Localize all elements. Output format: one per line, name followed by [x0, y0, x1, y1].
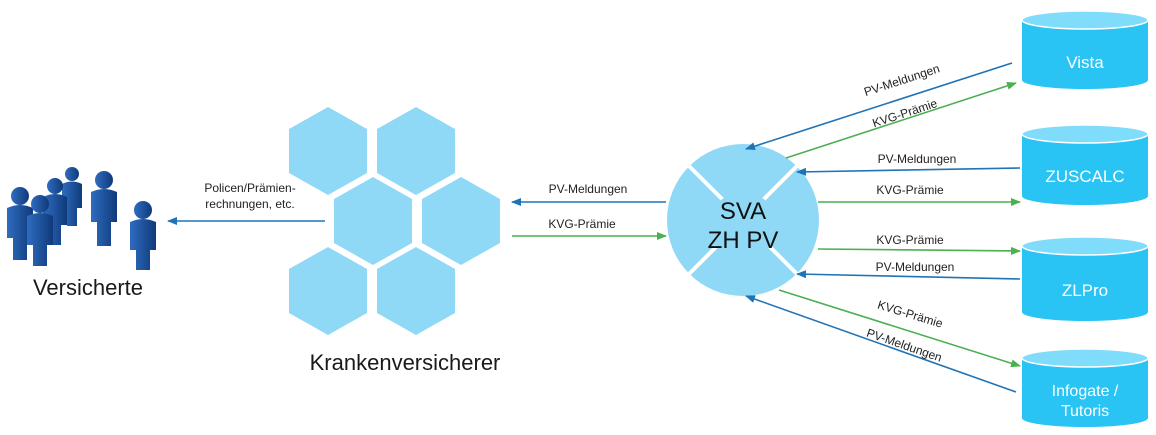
hexagon	[377, 247, 455, 335]
sva-zh-pv-node: SVA ZH PV	[667, 144, 819, 296]
infogate-label-line1: Infogate /	[1052, 383, 1119, 400]
zlpro-kvg-praemie-label: KVG-Prämie	[876, 233, 944, 247]
arrow-zuscalc-pv-meldungen	[796, 167, 1021, 176]
policen-label-line1: Policen/Prämien-	[204, 181, 295, 195]
sva-label-line1: SVA	[720, 198, 766, 225]
zuscalc-database-icon: ZUSCALC	[1021, 124, 1149, 205]
hexagon	[289, 247, 367, 335]
kv-pv-meldungen-label: PV-Meldungen	[549, 182, 628, 196]
arrow-zlpro-kvg-praemie	[817, 246, 1021, 255]
vista-kvg-praemie-label: KVG-Prämie	[871, 96, 940, 130]
zuscalc-label: ZUSCALC	[1045, 167, 1124, 186]
vista-label: Vista	[1066, 53, 1104, 72]
hexagon	[289, 107, 367, 195]
zlpro-pv-meldungen-label: PV-Meldungen	[876, 260, 955, 274]
arrow-vista-pv-meldungen	[745, 62, 1013, 151]
kv-kvg-praemie-label: KVG-Prämie	[548, 217, 616, 231]
infogate-database-icon: Infogate / Tutoris	[1021, 348, 1149, 427]
arrow-zlpro-pv-meldungen	[796, 270, 1021, 280]
infogate-pv-meldungen-label: PV-Meldungen	[865, 326, 944, 365]
vista-pv-meldungen-label: PV-Meldungen	[862, 61, 941, 99]
people-icon	[7, 167, 156, 270]
infogate-kvg-praemie-label: KVG-Prämie	[876, 298, 945, 331]
arrow-vista-kvg-praemie	[785, 81, 1017, 159]
hexagon	[422, 177, 500, 265]
hexagon	[334, 177, 412, 265]
zuscalc-kvg-praemie-label: KVG-Prämie	[876, 183, 944, 197]
person-figure	[27, 195, 53, 266]
versicherte-label: Versicherte	[33, 275, 143, 300]
policen-label-line2: rechnungen, etc.	[205, 197, 294, 211]
zlpro-database-icon: ZLPro	[1021, 236, 1149, 321]
vista-database-icon: Vista	[1021, 10, 1149, 89]
person-figure	[91, 171, 117, 246]
arrow-infogate-kvg-praemie	[778, 289, 1021, 368]
hexagon	[377, 107, 455, 195]
krankenversicherer-hexagons	[289, 107, 500, 335]
infogate-label-line2: Tutoris	[1061, 403, 1109, 420]
person-figure	[130, 201, 156, 270]
krankenversicherer-label: Krankenversicherer	[310, 350, 501, 375]
sva-label-line2: ZH PV	[708, 227, 779, 254]
zuscalc-pv-meldungen-label: PV-Meldungen	[878, 152, 957, 166]
zlpro-label: ZLPro	[1062, 281, 1108, 300]
person-figure	[7, 187, 33, 260]
arrow-infogate-pv-meldungen	[745, 295, 1017, 393]
